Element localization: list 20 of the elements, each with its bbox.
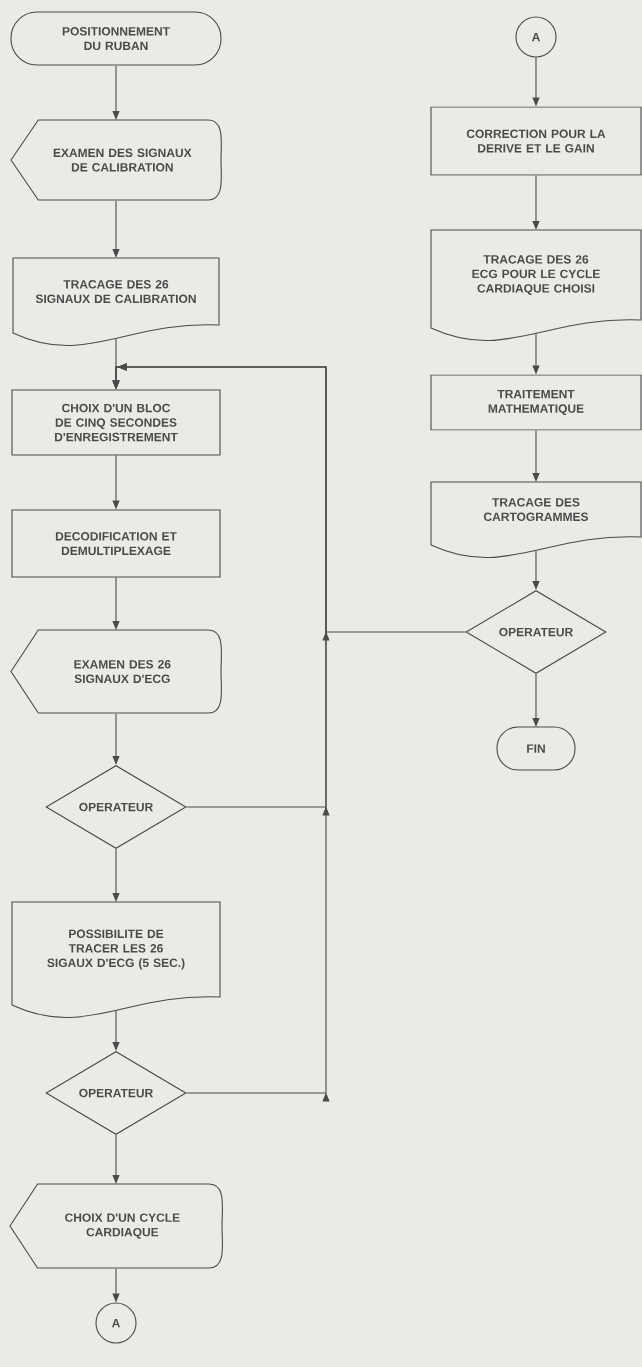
document-box: TRACAGE DES 26 ECG POUR LE CYCLE CARDIAQUE CHOISI: [430, 229, 642, 341]
arrow: [112, 848, 120, 902]
arrow: [532, 673, 540, 727]
process-box: CORRECTION POUR LA DERIVE ET LE GAIN: [430, 106, 642, 176]
arrow: [112, 65, 120, 120]
arrow: [112, 1134, 120, 1184]
display-box: EXAMEN DES SIGNAUX DE CALIBRATION: [10, 119, 222, 201]
document-box: POSSIBILITE DE TRACER LES 26 SIGAUX D'ECG (5 SEC.): [11, 901, 221, 1018]
arrow: [532, 175, 540, 230]
display-box: CHOIX D'UN CYCLE CARDIAQUE: [9, 1183, 224, 1269]
arrow: [112, 200, 120, 258]
process-box: TRAITEMENT MATHEMATIQUE: [430, 374, 642, 431]
process-box: DECODIFICATION ET DEMULTIPLEXAGE: [11, 509, 221, 578]
document-box: TRACAGE DES CARTOGRAMMES: [430, 481, 642, 558]
arrow: [532, 430, 540, 482]
process-box: CHOIX D'UN BLOC DE CINQ SECONDES D'ENREGISTREMENT: [11, 389, 221, 456]
arrow: [112, 577, 120, 630]
arrow: [112, 363, 466, 641]
display-box: EXAMEN DES 26 SIGNAUX D'ECG: [10, 629, 223, 714]
terminal-box: POSITIONNEMENT DU RUBAN: [10, 11, 222, 66]
